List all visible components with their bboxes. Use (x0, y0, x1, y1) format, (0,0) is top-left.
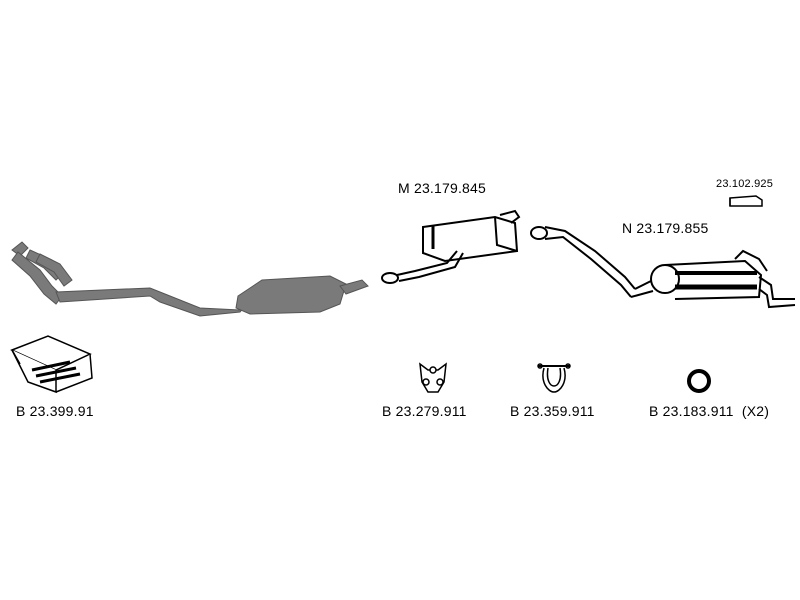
middle-silencer-code: M 23.179.845 (398, 180, 487, 196)
gasket-ring-code: B 23.183.911 (X2) (649, 403, 770, 419)
front-pipe-catalyst-illustration (11, 241, 369, 317)
rubber-mount-icon (419, 362, 447, 393)
rear-silencer-illustration (530, 226, 796, 309)
mounting-kit-code: B 23.399.91 (16, 403, 94, 419)
rubber-mount-code: B 23.279.911 (382, 403, 467, 419)
gasket-ring-icon (687, 369, 711, 393)
small-part-code: 23.102.925 (716, 178, 774, 190)
mounting-kit-box-illustration (10, 335, 93, 394)
clamp-code: B 23.359.911 (510, 403, 595, 419)
small-bracket-illustration (729, 195, 763, 207)
rear-silencer-code: N 23.179.855 (622, 220, 709, 236)
clamp-icon (537, 363, 571, 393)
middle-silencer-illustration (381, 209, 521, 284)
